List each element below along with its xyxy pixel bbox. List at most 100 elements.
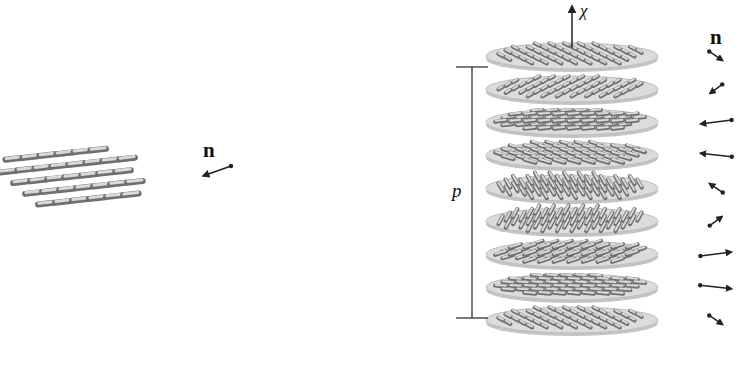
helix-layer bbox=[486, 76, 658, 105]
molecule-highlight bbox=[554, 120, 564, 121]
molecule-highlight bbox=[564, 219, 568, 226]
molecule-highlight bbox=[608, 321, 612, 323]
molecule-rod bbox=[517, 289, 528, 290]
molecule-rod bbox=[498, 87, 502, 90]
molecule-highlight bbox=[605, 287, 615, 290]
molecule-highlight bbox=[608, 90, 612, 92]
molecule-highlight bbox=[528, 223, 532, 230]
molecule-highlight bbox=[525, 159, 535, 162]
molecule-rod bbox=[495, 121, 506, 122]
molecule-highlight bbox=[598, 244, 608, 247]
molecule-rod bbox=[608, 90, 612, 93]
molecule-highlight bbox=[601, 79, 605, 81]
molecule-rod bbox=[583, 293, 594, 294]
molecule-rod bbox=[564, 321, 569, 324]
molecule-rod bbox=[524, 251, 535, 254]
molecule-highlight bbox=[569, 251, 579, 254]
molecule-rod bbox=[549, 57, 554, 60]
molecule-highlight bbox=[583, 277, 593, 280]
molecule-rod bbox=[586, 190, 591, 198]
molecule-rod bbox=[586, 61, 591, 64]
molecule-rod bbox=[564, 83, 568, 86]
molecule-highlight bbox=[572, 324, 576, 326]
molecule-highlight bbox=[532, 141, 542, 144]
molecule-rod bbox=[510, 121, 521, 122]
molecule-rod bbox=[564, 50, 569, 53]
molecule-rod bbox=[550, 76, 554, 79]
molecule-rod bbox=[593, 50, 598, 53]
molecule-highlight bbox=[43, 189, 57, 191]
molecule-highlight bbox=[608, 219, 612, 226]
molecule-rod bbox=[623, 220, 627, 228]
molecule-rod bbox=[593, 43, 598, 46]
molecule-highlight bbox=[572, 190, 576, 197]
molecule-highlight bbox=[630, 183, 634, 190]
molecule-highlight bbox=[528, 53, 532, 55]
molecule-highlight bbox=[528, 79, 532, 81]
molecule-highlight bbox=[594, 186, 598, 193]
molecule-rod bbox=[550, 83, 554, 86]
molecule-rod bbox=[605, 124, 616, 125]
molecule-highlight bbox=[601, 46, 605, 48]
molecule-rod bbox=[549, 314, 554, 317]
molecule-highlight bbox=[542, 223, 546, 230]
molecule-rod bbox=[593, 76, 597, 79]
molecule-highlight bbox=[547, 109, 557, 110]
molecule-rod bbox=[586, 47, 591, 50]
pitch-tick bbox=[456, 66, 488, 67]
molecule-rod bbox=[608, 321, 613, 324]
molecule-highlight bbox=[630, 46, 634, 48]
molecule-rod bbox=[579, 314, 584, 317]
molecule-rod bbox=[535, 43, 540, 46]
molecule-highlight bbox=[557, 53, 561, 55]
molecule-highlight bbox=[532, 109, 542, 110]
molecule-highlight bbox=[557, 86, 561, 88]
molecule-highlight bbox=[613, 291, 623, 294]
molecule-rod bbox=[520, 57, 525, 60]
molecule-highlight bbox=[525, 258, 535, 261]
molecule-highlight bbox=[525, 152, 535, 155]
molecule-highlight bbox=[569, 277, 579, 280]
molecule-rod bbox=[557, 61, 562, 64]
molecule-rod bbox=[568, 279, 579, 280]
molecule-rod bbox=[571, 318, 576, 321]
molecule-highlight bbox=[94, 184, 108, 186]
helix-layer bbox=[486, 172, 658, 204]
director-arrow bbox=[710, 216, 723, 225]
molecule-highlight bbox=[623, 321, 627, 323]
molecule-highlight bbox=[520, 186, 524, 193]
molecule-rod bbox=[583, 121, 594, 122]
molecule-rod bbox=[539, 293, 550, 294]
molecule-highlight bbox=[579, 57, 583, 59]
molecule-rod bbox=[615, 47, 620, 50]
molecule-highlight bbox=[564, 76, 568, 78]
molecule-rod bbox=[579, 90, 583, 93]
molecule-rod bbox=[619, 289, 630, 290]
molecule-rod bbox=[554, 160, 565, 163]
molecule-highlight bbox=[583, 284, 593, 287]
molecule-highlight bbox=[547, 280, 557, 283]
molecule-highlight bbox=[499, 216, 503, 223]
molecule-highlight bbox=[579, 314, 583, 316]
molecule-rod bbox=[527, 318, 532, 321]
molecule-highlight bbox=[499, 86, 503, 88]
molecule-rod bbox=[546, 275, 557, 276]
molecule-highlight bbox=[598, 159, 608, 162]
molecule-highlight bbox=[608, 50, 612, 52]
molecule-highlight bbox=[550, 307, 554, 309]
molecule-highlight bbox=[40, 153, 54, 155]
molecule-highlight bbox=[591, 109, 601, 110]
molecule-highlight bbox=[540, 251, 550, 254]
molecule-highlight bbox=[510, 277, 520, 280]
molecule-highlight bbox=[525, 120, 535, 121]
molecule-highlight bbox=[564, 321, 568, 323]
molecule-highlight bbox=[601, 317, 605, 319]
molecule-rod bbox=[517, 282, 528, 283]
molecule-highlight bbox=[14, 180, 28, 182]
molecule-rod bbox=[549, 43, 554, 46]
molecule-rod bbox=[593, 57, 598, 60]
molecule-highlight bbox=[540, 244, 550, 247]
molecule-rod bbox=[539, 128, 550, 129]
molecule-rod bbox=[571, 311, 576, 314]
molecule-highlight bbox=[521, 90, 525, 92]
